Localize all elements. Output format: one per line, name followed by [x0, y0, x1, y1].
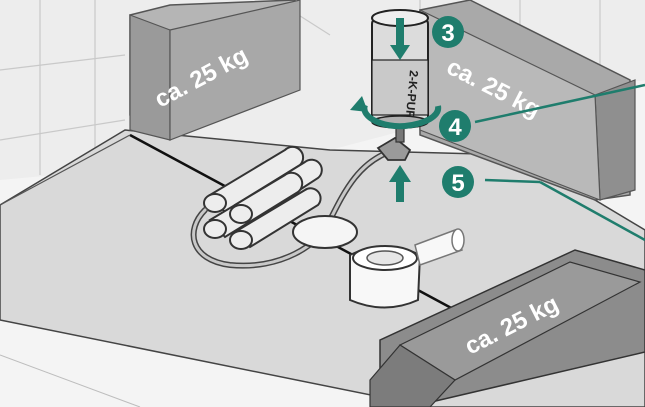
tube-bundle [203, 145, 323, 250]
weight-top-right: ca. 25 kg [419, 0, 636, 201]
floor-drain [292, 215, 465, 309]
rotate-arrow [350, 96, 442, 130]
press-down-arrow [390, 18, 410, 60]
step-number-3: 3 [441, 20, 454, 47]
cartridge-label: 2-K-PUR [403, 70, 421, 120]
step-number-4: 4 [448, 114, 462, 141]
step-badge-3: 3 [432, 16, 464, 48]
leader-lines [474, 83, 645, 242]
weight-top-left: ca. 25 kg [129, 0, 301, 141]
weight-bottom-right: ca. 25 kg [369, 249, 645, 407]
step-badge-4: 4 [439, 110, 471, 142]
push-up-arrow [389, 165, 411, 202]
step-badge-5: 5 [442, 166, 474, 198]
step-number-5: 5 [451, 170, 464, 197]
